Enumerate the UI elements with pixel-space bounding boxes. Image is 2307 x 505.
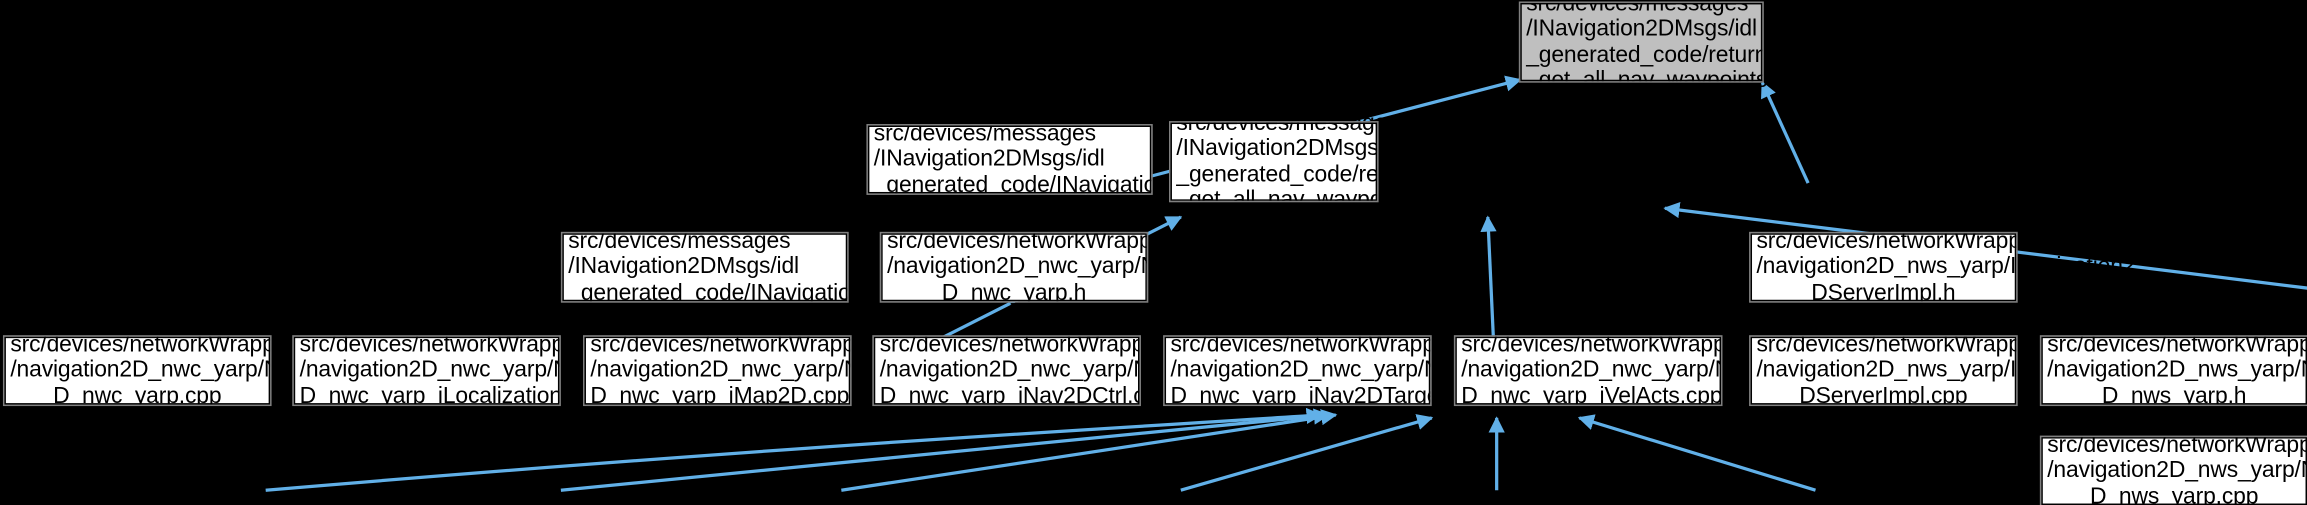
node-line: src/devices/messages bbox=[568, 228, 791, 254]
node-line: /INavigation2DMsgs/idl bbox=[1176, 135, 1408, 161]
node-line: src/devices/messages bbox=[1176, 110, 1399, 136]
node-line: _get_all_nav_waypoints.h bbox=[1526, 67, 1786, 94]
node-root-return-get-all-nav-waypoints-h[interactable]: src/devices/messages /INavigation2DMsgs/… bbox=[1518, 0, 1786, 93]
node-line: /INavigation2DMsgs/idl bbox=[1526, 16, 1757, 42]
node-navigation2d-nws-yarp-cpp[interactable]: src/devices/networkWrappers /navigation2… bbox=[2039, 432, 2307, 505]
node-line: src/devices/networkWrappers bbox=[590, 331, 887, 357]
node-line: src/devices/networkWrappers bbox=[10, 331, 306, 357]
node-line: _generated_code/INavigation2DMsgs.h bbox=[873, 172, 1271, 198]
node-line: src/devices/networkWrappers bbox=[2047, 432, 2307, 458]
node-line: D_nwc_yarp.cpp bbox=[53, 383, 222, 409]
node-line: src/devices/networkWrappers bbox=[2047, 331, 2307, 357]
edge-n11-n4 bbox=[1577, 414, 1816, 492]
node-line: /navigation2D_nwc_yarp/Navigation2 bbox=[10, 357, 384, 383]
node-line: src/devices/networkWrappers bbox=[299, 331, 596, 357]
node-line: _generated_code/return bbox=[1526, 42, 1768, 68]
node-line: src/devices/networkWrappers bbox=[1756, 228, 2053, 254]
edge-n9-n4 bbox=[1180, 414, 1434, 492]
node-line: _get_all_nav_waypoints.cpp bbox=[1176, 187, 1461, 213]
node-navigation2d-nwc-yarp-inav2dctrl-cpp[interactable]: src/devices/networkWrappers /navigation2… bbox=[872, 332, 1253, 409]
node-line: src/devices/messages bbox=[873, 120, 1096, 146]
node-line: D_nws_yarp.cpp bbox=[2089, 483, 2259, 505]
node-line: /navigation2D_nws_yarp/Navigation2 bbox=[2047, 458, 2307, 484]
node-navigation2d-nwc-yarp-ilocalization2d-cpp[interactable]: src/devices/networkWrappers /navigation2… bbox=[292, 332, 673, 409]
node-line: /navigation2D_nws_yarp/Navigation2 bbox=[2047, 357, 2307, 383]
node-line: src/devices/networkWrappers bbox=[887, 228, 1183, 254]
node-inavigation2dmsgs-h[interactable]: src/devices/messages /INavigation2DMsgs/… bbox=[866, 121, 1271, 197]
node-inavigation2dserverimpl-h[interactable]: src/devices/networkWrappers /navigation2… bbox=[1749, 229, 2136, 305]
node-inavigation2dmsgs-cpp[interactable]: src/devices/messages /INavigation2DMsgs/… bbox=[560, 229, 989, 305]
node-line: D_nwc_yarp.h bbox=[941, 280, 1087, 306]
node-line: /INavigation2DMsgs/idl bbox=[873, 146, 1105, 172]
node-line: /INavigation2DMsgs/idl bbox=[568, 254, 799, 280]
node-line: /navigation2D_nwc_yarp/Navigation2 bbox=[879, 357, 1253, 383]
node-navigation2d-nws-yarp-h[interactable]: src/devices/networkWrappers /navigation2… bbox=[2039, 332, 2307, 409]
node-line: src/devices/networkWrappers bbox=[1170, 331, 1467, 357]
node-line: /navigation2D_nwc_yarp/Navigation2 bbox=[1170, 357, 1544, 383]
node-line: D_nwc_yarp_iNav2DCtrl.cpp bbox=[879, 383, 1170, 409]
node-line: D_nwc_yarp_iVelActs.cpp bbox=[1461, 383, 1723, 409]
node-line: /navigation2D_nwc_yarp/Navigation2 bbox=[887, 254, 1260, 280]
node-line: DServerImpl.h bbox=[1811, 280, 1956, 306]
node-navigation2d-nwc-yarp-inav2dtarget-cpp[interactable]: src/devices/networkWrappers /navigation2… bbox=[1163, 332, 1544, 409]
node-line: src/devices/messages bbox=[1526, 0, 1749, 16]
node-line: /navigation2D_nws_yarp/INavigation2 bbox=[1756, 357, 2136, 383]
edge-n2-n0 bbox=[1760, 81, 1810, 184]
node-line: DServerImpl.cpp bbox=[1799, 383, 1968, 409]
node-line: src/devices/networkWrappers bbox=[879, 331, 1176, 357]
node-line: /navigation2D_nws_yarp/INavigation2 bbox=[1756, 254, 2136, 280]
node-navigation2d-nwc-yarp-ivelacts-cpp[interactable]: src/devices/networkWrappers /navigation2… bbox=[1453, 332, 1834, 409]
node-line: D_nwc_yarp_iLocalization2D.cpp bbox=[299, 383, 634, 409]
node-line: D_nwc_yarp_iNav2DTarget.cpp bbox=[1170, 383, 1489, 409]
edge-n7-n4 bbox=[560, 408, 1331, 492]
node-navigation2d-nwc-yarp-imap2d-cpp[interactable]: src/devices/networkWrappers /navigation2… bbox=[583, 332, 964, 409]
node-line: /navigation2D_nwc_yarp/Navigation2 bbox=[299, 357, 673, 383]
node-line: /navigation2D_nwc_yarp/Navigation2 bbox=[590, 357, 964, 383]
edge-n4-n1 bbox=[1480, 215, 1497, 346]
node-line: D_nwc_yarp_iMap2D.cpp bbox=[590, 383, 850, 409]
node-inavigation2dserverimpl-cpp[interactable]: src/devices/networkWrappers /navigation2… bbox=[1749, 332, 2136, 409]
node-line: _generated_code/return bbox=[1176, 161, 1418, 187]
edge-n8-n4 bbox=[841, 409, 1338, 492]
node-return-get-all-nav-waypoints-cpp[interactable]: src/devices/messages /INavigation2DMsgs/… bbox=[1168, 110, 1460, 213]
edge-n6-n4 bbox=[265, 407, 1323, 492]
node-navigation2d-nwc-yarp-cpp[interactable]: src/devices/networkWrappers /navigation2… bbox=[2, 332, 384, 409]
node-navigation2d-nwc-yarp-h[interactable]: src/devices/networkWrappers /navigation2… bbox=[879, 229, 1260, 305]
node-line: src/devices/networkWrappers bbox=[1756, 331, 2053, 357]
node-line: _generated_code/INavigation2DMsgs.cpp bbox=[568, 280, 989, 306]
node-line: D_nws_yarp.h bbox=[2101, 383, 2247, 409]
node-line: /navigation2D_nwc_yarp/Navigation2 bbox=[1461, 357, 1834, 383]
node-line: src/devices/networkWrappers bbox=[1461, 331, 1757, 357]
